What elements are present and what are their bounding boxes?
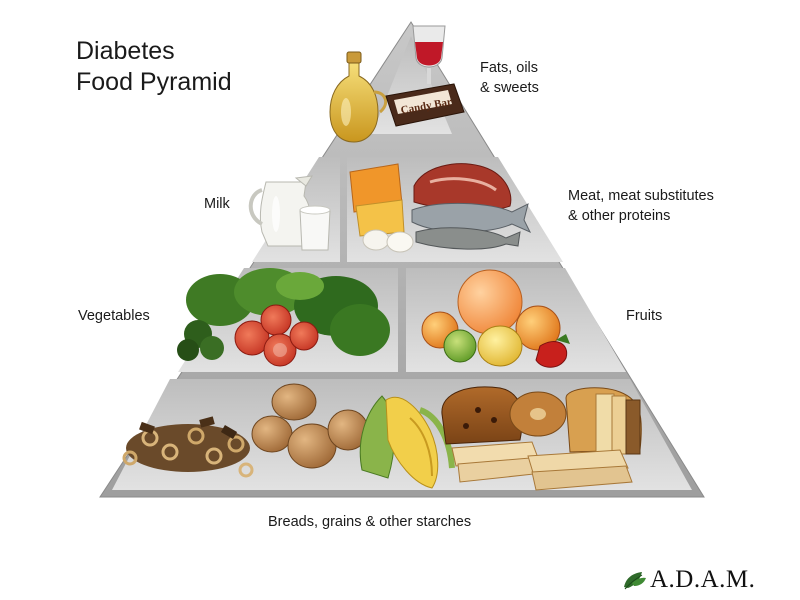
fish xyxy=(411,202,532,250)
oil-bottle xyxy=(329,51,388,143)
tomatoes xyxy=(234,304,319,367)
title-line-2: Food Pyramid xyxy=(76,68,232,96)
leafy-greens xyxy=(186,268,390,356)
label-milk: Milk xyxy=(204,196,230,212)
fruits-group xyxy=(421,269,570,368)
breads xyxy=(441,386,642,491)
label-fruits: Fruits xyxy=(626,308,663,324)
diagram-title: Diabetes Food Pyramid xyxy=(76,36,232,98)
potatoes xyxy=(251,383,369,469)
cheese-wedges xyxy=(349,163,405,237)
milk-glass xyxy=(299,205,331,251)
label-fats: Fats, oils & sweets xyxy=(480,58,539,98)
label-fats-line-2: & sweets xyxy=(480,80,539,96)
label-starches: Breads, grains & other starches xyxy=(268,514,472,530)
label-meat-line-1: Meat, meat substitutes xyxy=(568,188,714,204)
candy-bar: Candy Bar xyxy=(385,83,465,127)
label-meat-line-2: & other proteins xyxy=(568,208,671,224)
leaf-icon xyxy=(624,572,646,590)
logo-text: A.D.A.M. xyxy=(650,566,756,593)
label-vegetables: Vegetables xyxy=(78,308,150,324)
cereal xyxy=(122,416,254,478)
broccoli xyxy=(177,320,224,361)
wine-glass xyxy=(412,25,446,84)
label-fats-line-1: Fats, oils xyxy=(480,60,539,76)
label-meat: Meat, meat substitutes & other proteins xyxy=(568,186,714,226)
milk-pitcher xyxy=(248,175,313,247)
adam-logo: A.D.A.M. xyxy=(622,566,755,594)
eggs xyxy=(362,229,414,253)
corn xyxy=(359,395,455,489)
title-line-1: Diabetes xyxy=(76,37,175,65)
